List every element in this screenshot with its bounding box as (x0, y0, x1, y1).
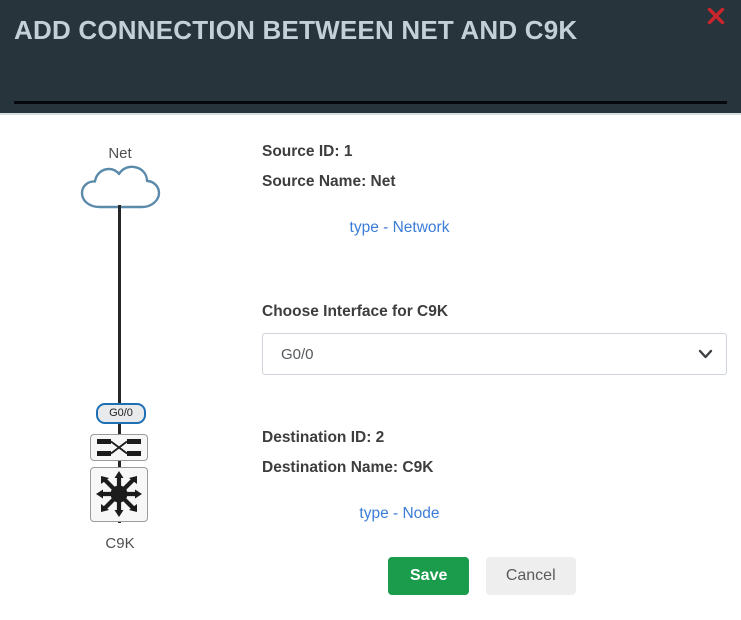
destination-node-label: C9K (105, 535, 135, 552)
topology-diagram: Net G0/0 (0, 115, 240, 620)
form-actions: Save Cancel (262, 557, 727, 595)
destination-type-link[interactable]: type - Node (359, 505, 440, 522)
modal-body: Net G0/0 (0, 115, 741, 620)
close-icon (705, 5, 729, 27)
modal-header: ADD CONNECTION BETWEEN NET AND C9K (0, 0, 741, 113)
source-node-label: Net (108, 145, 132, 162)
connection-form: Source ID: 1 Source Name: Net type - Net… (262, 115, 727, 595)
page-title: ADD CONNECTION BETWEEN NET AND C9K (14, 15, 578, 45)
switch-icon[interactable] (90, 434, 148, 461)
source-name-text: Source Name: Net (262, 173, 396, 190)
source-id-text: Source ID: 1 (262, 143, 353, 160)
cancel-button[interactable]: Cancel (485, 557, 576, 595)
interface-badge[interactable]: G0/0 (96, 403, 146, 424)
source-type-link[interactable]: type - Network (349, 219, 450, 236)
interface-select[interactable]: G0/0 (262, 333, 727, 375)
destination-id-text: Destination ID: 2 (262, 429, 385, 446)
save-button[interactable]: Save (388, 557, 470, 595)
destination-block: Destination ID: 2 Destination Name: C9K … (262, 375, 727, 523)
cloud-icon[interactable] (0, 163, 240, 214)
close-button[interactable] (705, 4, 729, 28)
connection-link-line (118, 205, 121, 523)
destination-name-text: Destination Name: C9K (262, 459, 434, 476)
header-shadow-divider (0, 113, 741, 115)
header-divider (14, 101, 727, 104)
interface-select-label: Choose Interface for C9K (262, 303, 449, 320)
interface-select-wrapper: G0/0 (262, 333, 727, 375)
multilayer-switch-icon[interactable] (90, 467, 148, 522)
